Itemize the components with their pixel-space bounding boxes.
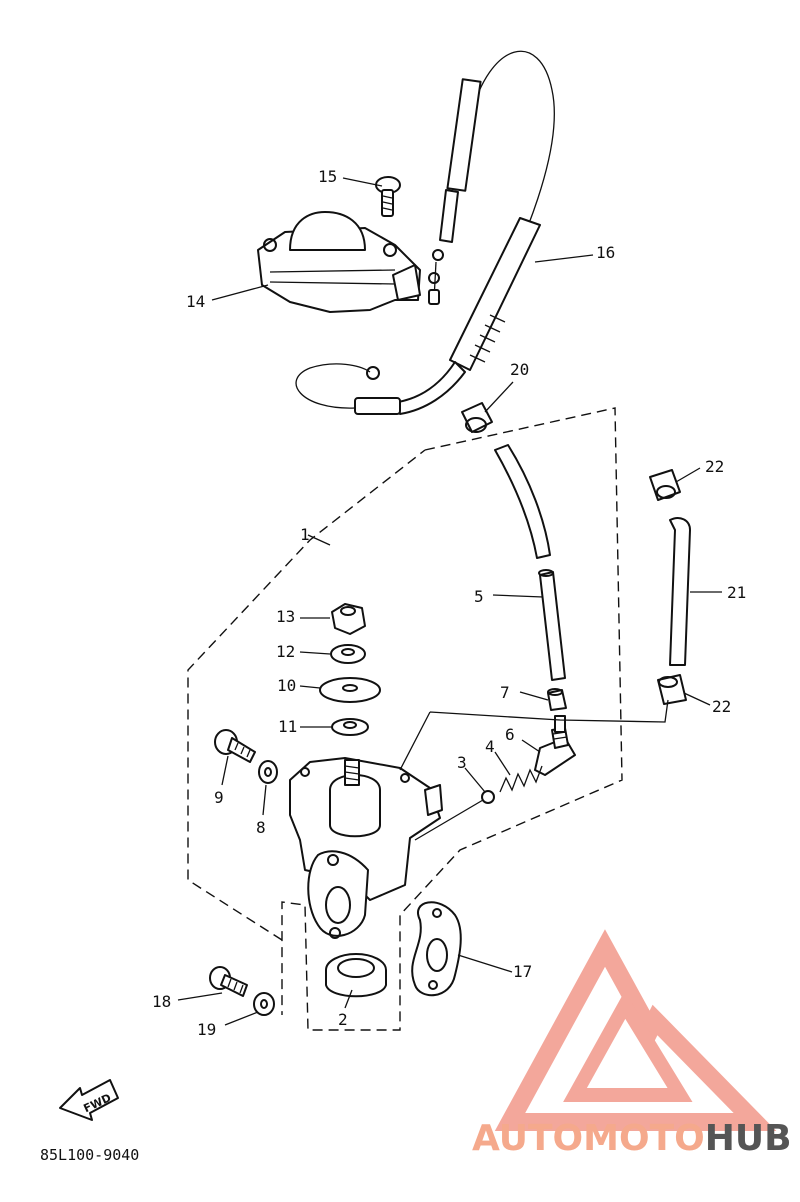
watermark-logo	[494, 929, 777, 1131]
seal-part-2	[325, 953, 387, 998]
callout-16: 16	[596, 243, 615, 262]
hose-part-5	[494, 444, 566, 681]
cap-part-22-upper	[649, 469, 681, 501]
callout-8: 8	[256, 818, 266, 837]
callout-11: 11	[278, 717, 297, 736]
leader-lines	[177, 177, 722, 1026]
assembly-boundary	[187, 407, 623, 1031]
washer-part-10	[319, 677, 381, 703]
spring-part-4	[499, 765, 543, 793]
pump-body	[289, 757, 443, 939]
hose-part-21	[669, 517, 691, 666]
callout-labels: 1 2 3 4 5 6 7 8 9 10 11 12 13 14 15 16 1…	[152, 167, 746, 1039]
washer-part-8	[258, 760, 278, 784]
washer-part-11	[331, 718, 369, 736]
fwd-arrow: FWD	[59, 1079, 119, 1121]
callout-20: 20	[510, 360, 529, 379]
fitting-part-6	[534, 715, 576, 776]
callout-13: 13	[276, 607, 295, 626]
callout-12: 12	[276, 642, 295, 661]
bolt-part-9	[214, 729, 256, 763]
callout-17: 17	[513, 962, 532, 981]
gasket-part-17	[411, 901, 462, 997]
callout-18: 18	[152, 992, 171, 1011]
callout-14: 14	[186, 292, 205, 311]
callout-15: 15	[318, 167, 337, 186]
washer-part-19	[253, 992, 275, 1016]
callout-21: 21	[727, 583, 746, 602]
callout-7: 7	[500, 683, 510, 702]
callout-4: 4	[485, 737, 495, 756]
screw-part-15	[375, 176, 401, 217]
cap-part-22-lower	[657, 674, 687, 705]
fitting-part-7	[547, 688, 567, 711]
cap-part-20	[461, 402, 493, 433]
cable-part-16	[295, 50, 555, 415]
callout-1: 1	[300, 525, 310, 544]
callout-2: 2	[338, 1010, 348, 1029]
callout-19: 19	[197, 1020, 216, 1039]
watermark-text: AUTOMOTOHUB	[472, 1118, 792, 1159]
washer-part-12	[330, 644, 366, 664]
callout-3: 3	[457, 753, 467, 772]
callout-5: 5	[474, 587, 484, 606]
bolt-part-18	[209, 966, 248, 997]
callout-9: 9	[214, 788, 224, 807]
nut-part-13	[331, 603, 366, 635]
callout-10: 10	[277, 676, 296, 695]
ball-part-3	[481, 790, 495, 804]
diagram-code: 85L100-9040	[40, 1146, 139, 1164]
pump-cover-part-14	[257, 211, 421, 313]
callout-6: 6	[505, 725, 515, 744]
callout-22-lower: 22	[712, 697, 731, 716]
callout-22-upper: 22	[705, 457, 724, 476]
